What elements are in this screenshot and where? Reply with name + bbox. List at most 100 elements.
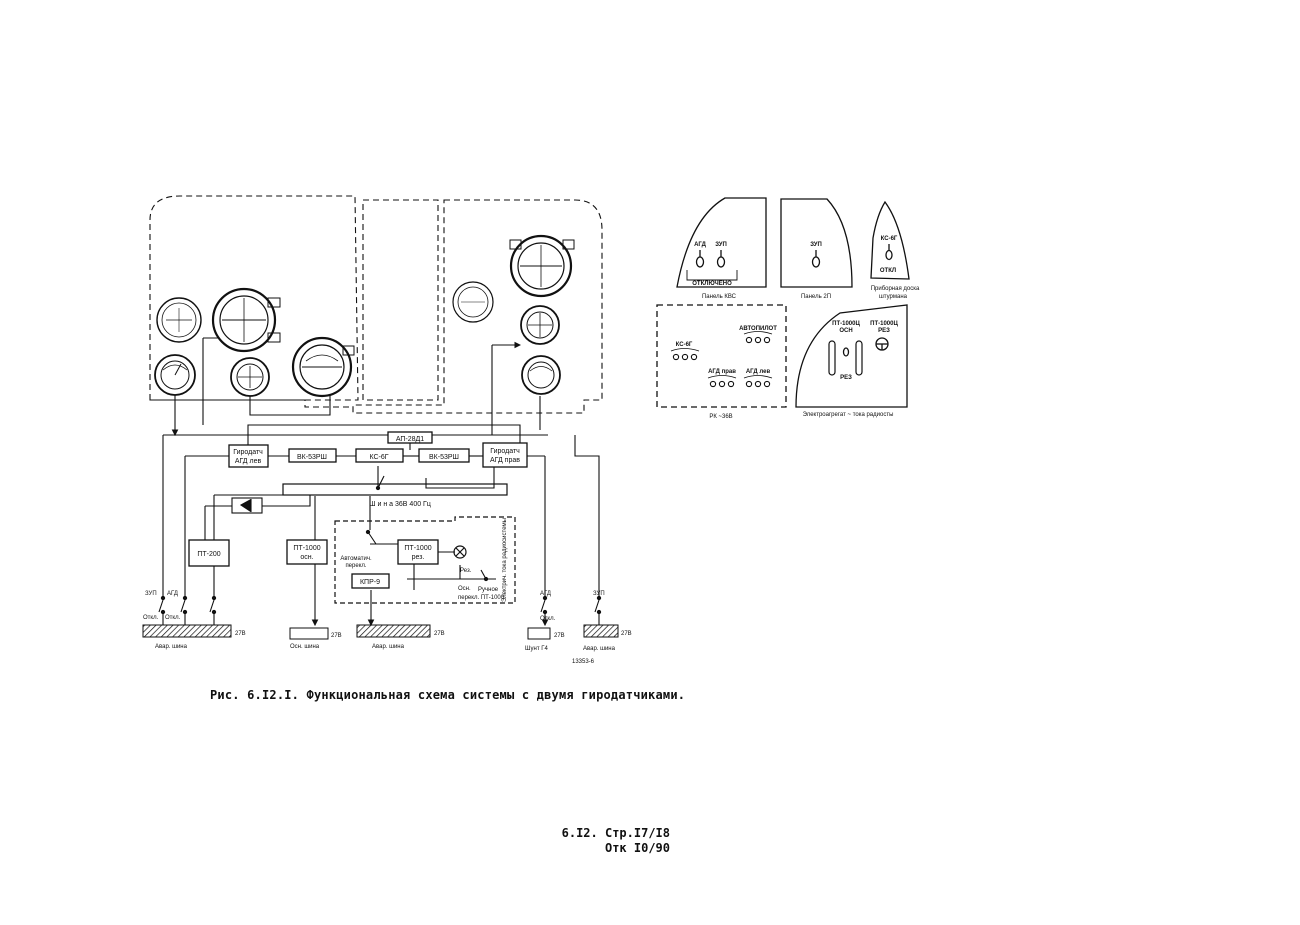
az-title: Электроагрегат ~ тока радиосты	[803, 412, 894, 418]
rez-label: Рез.	[460, 568, 472, 574]
panel-2p-outline	[780, 198, 853, 288]
sht-otkl-label: ОТКЛ	[880, 268, 896, 274]
girodatchik-lev-line2: АГД лев	[235, 458, 262, 465]
switch-ks6g	[375, 475, 385, 491]
pt200-label: ПТ-200	[197, 551, 220, 558]
blocks	[188, 431, 528, 589]
gauge-agd-right	[509, 234, 575, 298]
otkl-c-label: Откл.	[540, 616, 556, 622]
avtomat-perekl-line1: Автоматич.	[340, 556, 372, 562]
elektr-tok-label: Электрич. тока радиосистемы	[502, 518, 508, 602]
page-ref-line1: 6.I2. Стр.I7/I8	[561, 826, 670, 840]
sht-ks6g-label: КС-6Г	[881, 236, 898, 242]
rk-title: РК ~36В	[709, 414, 732, 420]
vk53rsh-right-block	[418, 448, 470, 463]
girodatchik-agd-lev-block	[228, 444, 269, 468]
shunt-g4-label: Шунт Г4	[525, 646, 548, 652]
pt200-block	[188, 539, 230, 567]
gauge-right-bottom	[521, 355, 561, 395]
rk-lamps	[670, 331, 773, 388]
toggle-agd-icon	[695, 250, 705, 268]
page-ref-line2: Отк I0/90	[604, 841, 670, 855]
gauge-left-bottom	[154, 354, 196, 396]
shunt-g4	[527, 627, 551, 640]
avar-shina-left	[142, 624, 232, 638]
gauge-agd-left	[211, 287, 281, 353]
zup-right-label: ЗУП	[593, 591, 605, 597]
avar-shina-left-label: Авар. шина	[155, 644, 188, 650]
rk-agd-prav-label: АГД прав	[708, 369, 736, 375]
p2-zup-label: ЗУП	[810, 242, 822, 248]
rk-ks6g-label: КС-6Г	[676, 342, 693, 348]
rectifier-icon	[231, 497, 263, 514]
v27-a: 27В	[235, 631, 246, 637]
vk53-left-label: ВК-53РШ	[297, 454, 327, 461]
v27-e: 27В	[621, 631, 632, 637]
drawing-number: 13353-6	[572, 659, 595, 665]
toggle-zup-2p-icon	[811, 250, 821, 268]
v27-b: 27В	[331, 633, 342, 639]
bus-36v-400hz	[282, 483, 508, 496]
zup-left-label: ЗУП	[145, 591, 157, 597]
kpr9-block	[351, 573, 390, 589]
az-rez-label: РЕЗ	[840, 375, 852, 381]
vk53-right-label: ВК-53РШ	[429, 454, 459, 461]
az-pt1000-rez-line1: ПТ-1000Ц	[870, 321, 898, 327]
figure-caption: Рис. 6.I2.I. Функциональная схема систем…	[210, 688, 686, 702]
kpr9-label: КПР-9	[360, 579, 380, 586]
ruchnoe-line1: Ручное	[478, 587, 499, 593]
p2-title: Панель 2П	[801, 294, 831, 300]
avar-shina-right-label: Авар. шина	[583, 646, 616, 652]
v27-d: 27В	[554, 633, 565, 639]
gauge-left-top	[156, 297, 202, 343]
kvs-agd-label: АГД	[694, 242, 707, 248]
gauge-agd-center	[291, 336, 355, 398]
ap28d1-label: АП-28Д1	[396, 436, 424, 443]
girodatchik-agd-prav-block	[482, 442, 528, 468]
instrument-panel-enclosure	[149, 195, 603, 414]
pt1000-osn-line1: ПТ-1000	[293, 545, 320, 552]
avar-shina-mid-label: Авар. шина	[372, 644, 405, 650]
kvs-zup-label: ЗУП	[715, 242, 727, 248]
avtomat-perekl-line2: перекл.	[345, 563, 366, 569]
girodatchik-prav-line2: АГД прав	[490, 457, 520, 464]
kvs-otklyucheno-label: ОТКЛЮЧЕНО	[692, 281, 732, 287]
switches	[158, 475, 602, 615]
rk-agd-lev-label: АГД лев	[746, 369, 771, 375]
pt1000-rez-block	[397, 539, 439, 565]
kvs-title: Панель КВС	[702, 294, 737, 300]
panel-kvs-outline	[676, 197, 767, 288]
switch-automatic	[365, 529, 377, 545]
ap28d1-block	[387, 431, 433, 444]
az-pt1000-osn-line1: ПТ-1000Ц	[832, 321, 860, 327]
switch-zup-left	[158, 595, 166, 615]
bus-label: Ш и н а 36В 400 Гц	[369, 501, 431, 508]
toggle-zup-kvs-icon	[716, 250, 726, 268]
panel-rk-outline	[656, 304, 787, 408]
avar-shina-right	[583, 624, 619, 638]
gauge-right-mid	[520, 305, 560, 345]
osn-label: Осн.	[458, 586, 471, 592]
power-buses	[142, 624, 619, 640]
sht-title-line1: Приборная доска	[871, 286, 920, 292]
knob-center	[842, 347, 850, 357]
slot-left	[828, 340, 836, 376]
ruchnoe-line2: перекл. ПТ-1000	[458, 595, 505, 601]
pt1000-osn-line2: осн.	[300, 554, 313, 561]
ks6g-label: КС-6Г	[369, 454, 388, 461]
switch-agd-left	[180, 595, 188, 615]
pt1000-osn-block	[286, 539, 328, 565]
v27-c: 27В	[434, 631, 445, 637]
girodatchik-prav-line1: Гиродатч	[490, 448, 520, 455]
switch-zup-right	[594, 595, 602, 615]
vk53rsh-left-block	[288, 448, 337, 463]
switch-agd-right	[540, 595, 548, 615]
gauge-mid-small	[230, 357, 270, 397]
wiring	[162, 337, 600, 627]
sht-title-line2: штурмана	[879, 294, 908, 300]
kvs-otklyucheno-bracket	[686, 270, 738, 281]
panel-elektroagregat-outline	[795, 304, 908, 408]
indicator-rez-icon	[875, 337, 889, 351]
avar-shina-mid	[356, 624, 431, 638]
